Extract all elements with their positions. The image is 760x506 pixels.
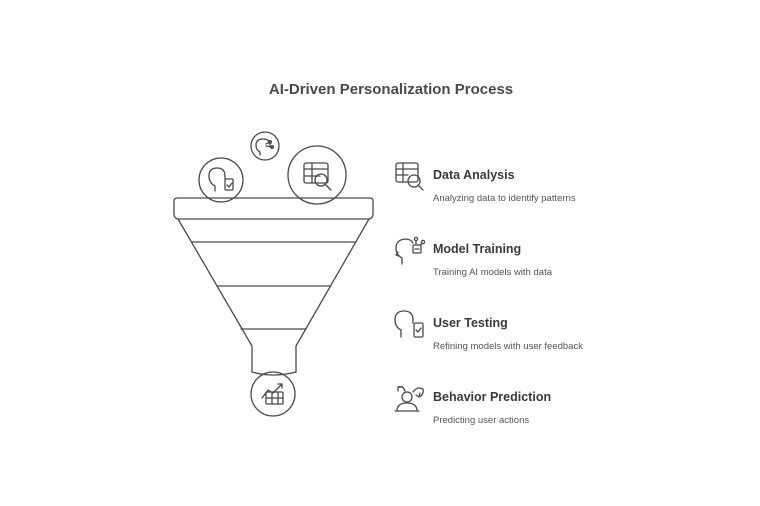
- step-description: Predicting user actions: [433, 415, 530, 426]
- user-testing-icon: [394, 310, 424, 338]
- step-behavior-prediction: Behavior Prediction Predicting user acti…: [394, 383, 714, 439]
- diagram-title: AI-Driven Personalization Process: [268, 81, 514, 98]
- step-title: Behavior Prediction: [433, 390, 552, 404]
- funnel-rim: [173, 197, 374, 220]
- funnel-spout-bottom: [251, 371, 297, 376]
- user-testing-icon: [198, 157, 244, 203]
- step-title: User Testing: [433, 316, 508, 330]
- behavior-prediction-icon: [250, 371, 296, 417]
- funnel: [173, 197, 374, 376]
- step-description: Refining models with user feedback: [433, 341, 583, 352]
- step-user-testing: User Testing Refining models with user f…: [394, 309, 714, 365]
- step-model-training: Model Training Training AI models with d…: [394, 235, 714, 291]
- step-description: Analyzing data to identify patterns: [433, 193, 576, 204]
- data-analysis-icon: [287, 145, 347, 205]
- behavior-prediction-icon: [394, 385, 424, 412]
- step-title: Data Analysis: [433, 168, 515, 182]
- step-title: Model Training: [433, 242, 522, 256]
- step-data-analysis: Data Analysis Analyzing data to identify…: [394, 161, 714, 217]
- data-analysis-icon: [395, 162, 424, 191]
- funnel-left-side: [177, 218, 253, 373]
- model-training-icon: [250, 131, 280, 161]
- funnel-right-side: [295, 218, 370, 373]
- step-description: Training AI models with data: [433, 267, 552, 278]
- model-training-icon: [395, 236, 426, 265]
